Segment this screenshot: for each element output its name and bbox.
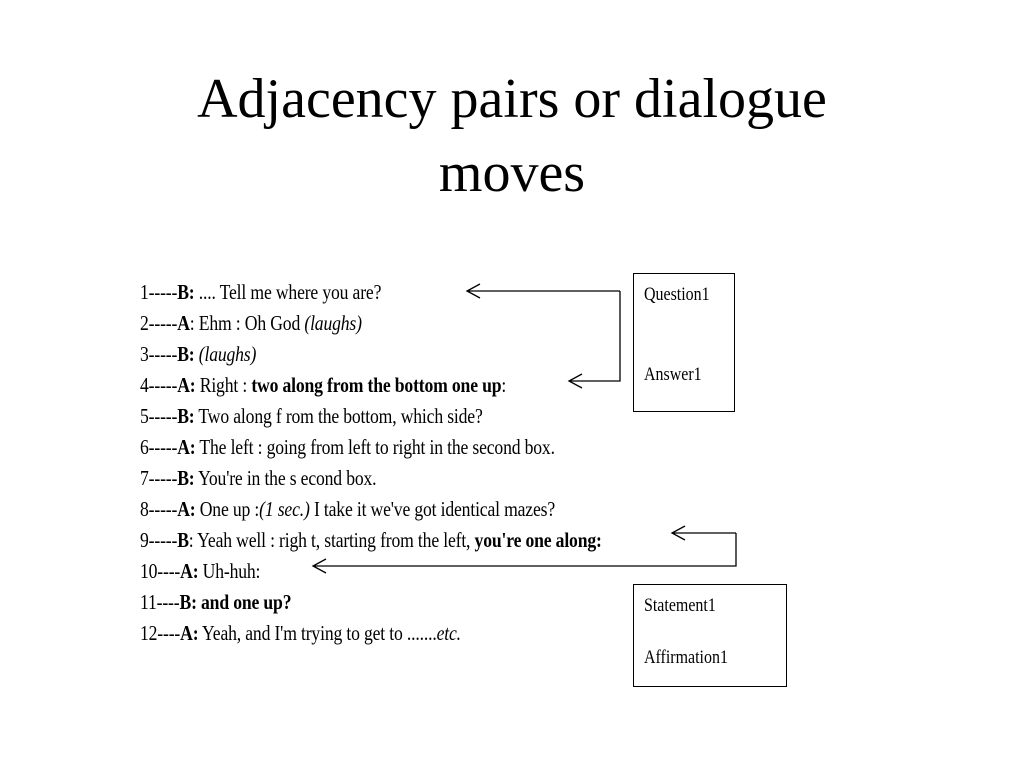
line-number: 11---- [140, 590, 180, 614]
utterance-text: I take it we've got identical mazes? [309, 497, 555, 521]
utterance-text: etc. [436, 621, 461, 645]
line-number: 1----- [140, 280, 178, 304]
line-number: 5----- [140, 404, 178, 428]
transcript-line: 8-----A: One up :(1 sec.) I take it we'v… [140, 497, 555, 522]
line-number: 8----- [140, 497, 178, 521]
speaker-label: B: and one up? [179, 590, 292, 614]
speaker-label: A: [177, 435, 196, 459]
line-number: 3----- [140, 342, 178, 366]
arrow-to-line-1 [465, 283, 620, 299]
speaker-label: B: [177, 404, 195, 428]
speaker-label: A: [177, 373, 196, 397]
speaker-label: B: [177, 342, 195, 366]
title-line-2: moves [438, 142, 586, 204]
arrow-to-line-9 [670, 525, 736, 541]
transcript-line: 7-----B: You're in the s econd box. [140, 466, 377, 491]
transcript-line: 6-----A: The left : going from left to r… [140, 435, 555, 460]
utterance-text: : Yeah well : righ t, starting from the … [188, 528, 475, 552]
transcript-line: 5-----B: Two along f rom the bottom, whi… [140, 404, 483, 429]
transcript-line: 9-----B: Yeah well : righ t, starting fr… [140, 528, 602, 553]
question-label: Question1 [644, 284, 710, 305]
speaker-label: A: [180, 621, 199, 645]
speaker-label: B: [177, 280, 195, 304]
utterance-text: Two along f rom the bottom, which side? [194, 404, 483, 428]
utterance-text: Yeah, and I'm trying to get to ....... [198, 621, 437, 645]
speaker-label: A: [180, 559, 199, 583]
utterance-text: you're one along: [474, 528, 602, 552]
utterance-text: One up : [195, 497, 260, 521]
utterance-text: You're in the s econd box. [194, 466, 377, 490]
utterance-text: two along from the bottom one up [251, 373, 502, 397]
utterance-text: .... Tell me where you are? [194, 280, 382, 304]
transcript-line: 3-----B: (laughs) [140, 342, 256, 367]
transcript-line: 2-----A: Ehm : Oh God (laughs) [140, 311, 362, 336]
utterance-text: (laughs) [304, 311, 362, 335]
slide-title: Adjacency pairs or dialogue moves [0, 62, 1024, 210]
line-number: 4----- [140, 373, 178, 397]
line-number: 9----- [140, 528, 178, 552]
utterance-text: Uh-huh: [198, 559, 261, 583]
speaker-label: B: [177, 466, 195, 490]
line-number: 12---- [140, 621, 181, 645]
transcript-line: 1-----B: .... Tell me where you are? [140, 280, 381, 305]
speaker-label: A [177, 311, 190, 335]
speaker-label: B [177, 528, 189, 552]
utterance-text: The left : going from left to right in t… [195, 435, 555, 459]
transcript-line: 11----B: and one up? [140, 590, 292, 615]
statement-label: Statement1 [644, 595, 716, 616]
question-answer-box: Question1 Answer1 [633, 273, 735, 412]
speaker-label: A: [177, 497, 196, 521]
transcript-line: 4-----A: Right : two along from the bott… [140, 373, 506, 398]
utterance-text: : Ehm : Oh God [189, 311, 305, 335]
line-number: 10---- [140, 559, 181, 583]
utterance-text: (laughs) [198, 342, 257, 366]
utterance-text: (1 sec.) [259, 497, 310, 521]
answer-label: Answer1 [644, 364, 702, 385]
line-number: 2----- [140, 311, 178, 335]
title-line-1: Adjacency pairs or dialogue [197, 68, 827, 130]
connector-question-answer [567, 291, 621, 389]
utterance-text: Right : [195, 373, 252, 397]
transcript-line: 10----A: Uh-huh: [140, 559, 260, 584]
statement-affirmation-box: Statement1 Affirmation1 [633, 584, 787, 687]
line-number: 7----- [140, 466, 178, 490]
transcript-line: 12----A: Yeah, and I'm trying to get to … [140, 621, 461, 646]
affirmation-label: Affirmation1 [644, 647, 728, 668]
utterance-text: : [501, 373, 507, 397]
line-number: 6----- [140, 435, 178, 459]
